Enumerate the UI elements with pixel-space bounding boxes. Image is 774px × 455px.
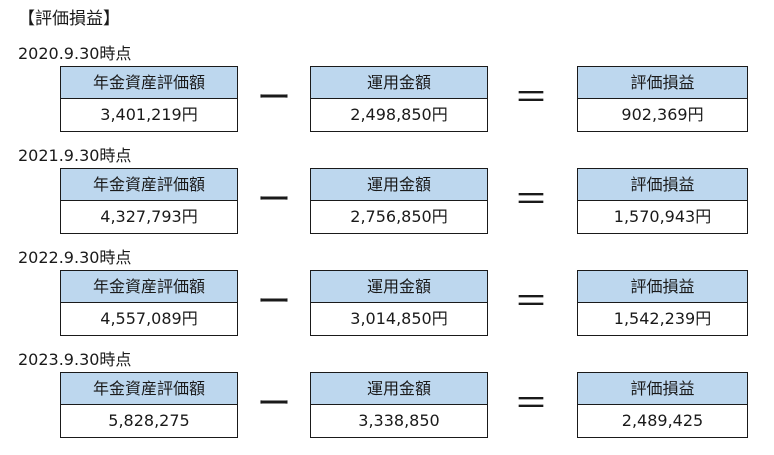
minus-operator: ー: [257, 180, 291, 220]
equals-operator: ＝: [514, 78, 548, 118]
gain-value: 1,542,239円: [613, 309, 712, 328]
invested-amount-box: 運用金額 2,498,850円: [310, 66, 488, 132]
asset-value: 4,557,089円: [100, 309, 198, 328]
equals-operator: ＝: [514, 384, 548, 424]
valuation-section: 2020.9.30時点 年金資産評価額 3,401,219円 ー 運用金額 2,…: [0, 44, 774, 144]
page-title: 【評価損益】: [18, 9, 120, 29]
asset-value: 3,401,219円: [100, 105, 198, 124]
gain-label: 評価損益: [578, 169, 747, 201]
gain-box: 評価損益 902,369円: [577, 66, 748, 132]
minus-operator: ー: [257, 384, 291, 424]
gain-value: 2,489,425: [621, 411, 704, 430]
asset-value-label: 年金資産評価額: [61, 373, 237, 405]
asset-value-label: 年金資産評価額: [61, 67, 237, 99]
gain-label: 評価損益: [578, 67, 747, 99]
asset-value-box: 年金資産評価額 5,828,275: [60, 372, 238, 438]
asset-value-box: 年金資産評価額 4,327,793円: [60, 168, 238, 234]
gain-label: 評価損益: [578, 271, 747, 303]
equals-operator: ＝: [514, 282, 548, 322]
invested-amount: 2,498,850円: [350, 105, 448, 124]
asset-value: 4,327,793円: [100, 207, 198, 226]
asset-value-box: 年金資産評価額 3,401,219円: [60, 66, 238, 132]
asset-value-label: 年金資産評価額: [61, 169, 237, 201]
asset-value-label: 年金資産評価額: [61, 271, 237, 303]
invested-amount-box: 運用金額 2,756,850円: [310, 168, 488, 234]
section-date: 2022.9.30時点: [18, 248, 132, 267]
valuation-section: 2021.9.30時点 年金資産評価額 4,327,793円 ー 運用金額 2,…: [0, 146, 774, 246]
invested-amount: 3,014,850円: [350, 309, 448, 328]
equals-operator: ＝: [514, 180, 548, 220]
asset-value-box: 年金資産評価額 4,557,089円: [60, 270, 238, 336]
section-date: 2020.9.30時点: [18, 44, 132, 63]
invested-amount-label: 運用金額: [311, 169, 487, 201]
invested-amount: 3,338,850: [358, 411, 440, 430]
invested-amount-box: 運用金額 3,014,850円: [310, 270, 488, 336]
asset-value: 5,828,275: [108, 411, 190, 430]
invested-amount-label: 運用金額: [311, 271, 487, 303]
gain-value: 1,570,943円: [613, 207, 712, 226]
invested-amount: 2,756,850円: [350, 207, 448, 226]
minus-operator: ー: [257, 78, 291, 118]
gain-box: 評価損益 2,489,425: [577, 372, 748, 438]
section-date: 2023.9.30時点: [18, 350, 132, 369]
invested-amount-label: 運用金額: [311, 67, 487, 99]
valuation-section: 2023.9.30時点 年金資産評価額 5,828,275 ー 運用金額 3,3…: [0, 350, 774, 450]
gain-box: 評価損益 1,570,943円: [577, 168, 748, 234]
valuation-section: 2022.9.30時点 年金資産評価額 4,557,089円 ー 運用金額 3,…: [0, 248, 774, 348]
minus-operator: ー: [257, 282, 291, 322]
section-date: 2021.9.30時点: [18, 146, 132, 165]
gain-label: 評価損益: [578, 373, 747, 405]
invested-amount-box: 運用金額 3,338,850: [310, 372, 488, 438]
gain-box: 評価損益 1,542,239円: [577, 270, 748, 336]
invested-amount-label: 運用金額: [311, 373, 487, 405]
gain-value: 902,369円: [621, 105, 704, 124]
